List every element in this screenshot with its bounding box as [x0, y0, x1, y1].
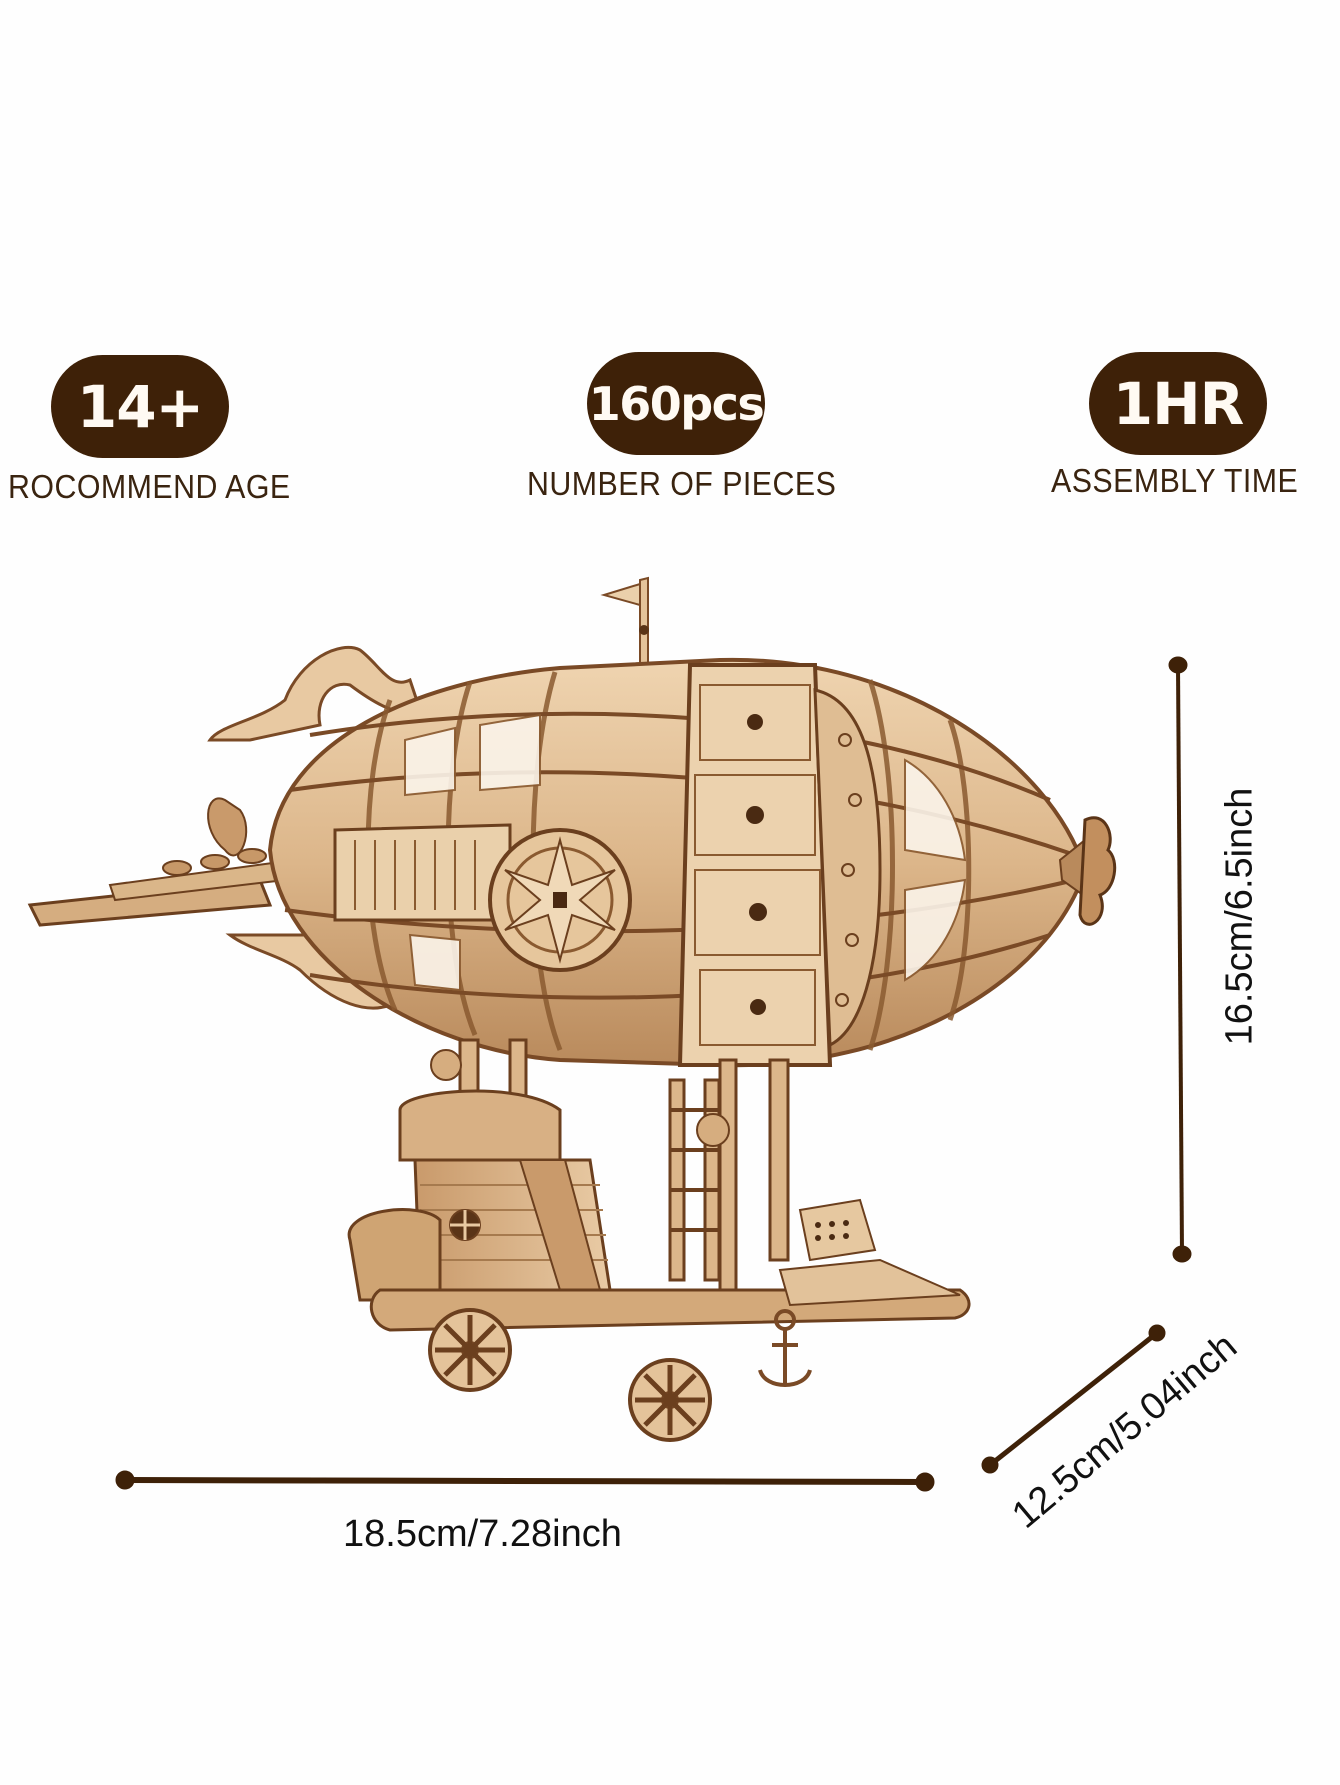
gear-strip [333, 823, 632, 972]
height-dimension-line [1168, 656, 1192, 1263]
flag-icon [600, 576, 649, 666]
height-label: 16.5cm/6.5inch [1218, 787, 1261, 1046]
pieces-badge: 160pcs [587, 352, 765, 455]
gondola [347, 1089, 971, 1332]
anchor-icon [758, 1309, 812, 1387]
age-badge: 14+ [51, 355, 229, 458]
pieces-label: NUMBER OF PIECES [527, 465, 837, 502]
center-panel [677, 663, 882, 1067]
time-badge: 1HR [1089, 352, 1267, 455]
age-label: ROCOMMEND AGE [8, 468, 291, 505]
airship-product-image [27, 576, 1117, 1442]
width-dimension-line [115, 1470, 935, 1492]
time-label: ASSEMBLY TIME [1051, 462, 1299, 499]
width-label: 18.5cm/7.28inch [343, 1513, 622, 1555]
wheels [428, 1308, 812, 1442]
